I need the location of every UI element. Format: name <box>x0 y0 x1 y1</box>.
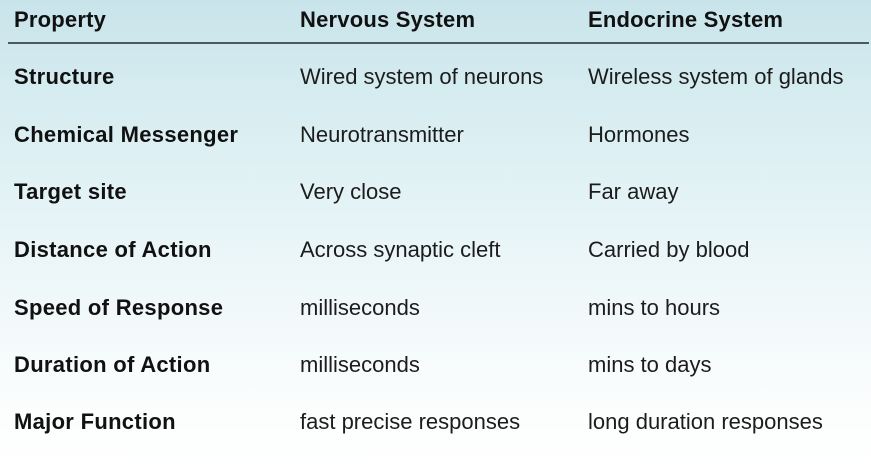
table-row: Distance of Action Across synaptic cleft… <box>0 239 871 279</box>
table-row: Major Function fast precise responses lo… <box>0 411 871 451</box>
row-nervous-value: fast precise responses <box>300 409 521 434</box>
header-nervous-system: Nervous System <box>300 7 476 32</box>
table-row: Chemical Messenger Neurotransmitter Horm… <box>0 124 871 164</box>
row-endocrine-value: mins to hours <box>588 295 721 320</box>
row-property-label: Structure <box>14 64 115 89</box>
row-property-label: Duration of Action <box>14 352 211 377</box>
table-header-row: Property Nervous System Endocrine System <box>0 0 871 42</box>
row-nervous-value: milliseconds <box>300 295 420 320</box>
row-nervous-value: Neurotransmitter <box>300 122 464 147</box>
row-endocrine-value: long duration responses <box>588 409 823 434</box>
table-row: Target site Very close Far away <box>0 181 871 221</box>
row-property-label: Distance of Action <box>14 237 212 262</box>
row-property-label: Target site <box>14 179 127 204</box>
row-nervous-value: Across synaptic cleft <box>300 237 501 262</box>
row-endocrine-value: Far away <box>588 179 679 204</box>
row-nervous-value: milliseconds <box>300 352 420 377</box>
row-property-label: Chemical Messenger <box>14 122 239 147</box>
row-endocrine-value: mins to days <box>588 352 712 377</box>
table-row: Duration of Action milliseconds mins to … <box>0 354 871 394</box>
row-endocrine-value: Carried by blood <box>588 237 750 262</box>
row-nervous-value: Very close <box>300 179 402 204</box>
table-row: Structure Wired system of neurons Wirele… <box>0 66 871 106</box>
header-endocrine-system: Endocrine System <box>588 7 784 32</box>
table-row: Speed of Response milliseconds mins to h… <box>0 297 871 337</box>
row-endocrine-value: Wireless system of glands <box>588 64 844 89</box>
header-divider <box>8 42 869 44</box>
row-property-label: Major Function <box>14 409 176 434</box>
header-property: Property <box>14 7 107 32</box>
row-endocrine-value: Hormones <box>588 122 690 147</box>
row-nervous-value: Wired system of neurons <box>300 64 544 89</box>
row-property-label: Speed of Response <box>14 295 224 320</box>
